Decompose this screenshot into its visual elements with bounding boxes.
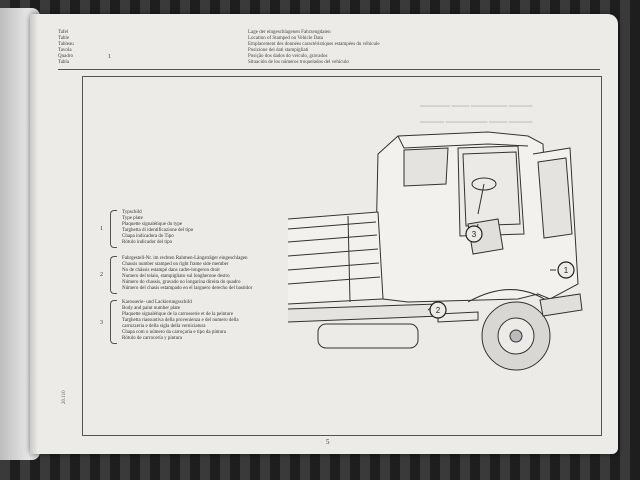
legend-number: 2 [100, 272, 103, 278]
legend-line: Karosserie- und Lackierungsschild [122, 300, 192, 305]
legend-number: 1 [100, 226, 103, 232]
header-left-line: Tabla [58, 60, 70, 65]
header-left-line: Quadro [58, 54, 73, 59]
header-divider [58, 69, 600, 70]
legend-brace [110, 300, 117, 344]
header-left-line: Tavola [58, 48, 72, 53]
header-right-line: Posizione dei dati stampigliati [248, 48, 309, 53]
header-left-line: Tableau [58, 42, 74, 47]
legend-line: Plaquette signalétique du type [122, 222, 183, 227]
page-binding [30, 14, 38, 454]
header-right-line: Lage der eingeschlagenen Fahrzeugdaten [248, 30, 331, 35]
legend-line: Type plate [122, 216, 143, 221]
svg-text:3: 3 [472, 230, 477, 239]
legend-line: Número do chassis, gravado no longarina … [122, 280, 241, 285]
legend-line: Targhetta di identificazione del tipo [122, 228, 194, 233]
legend-text: Fahrgestell-Nr. im rechten Rahmen-Längst… [122, 256, 322, 292]
legend-line: Chapa com o número da carroçaria e tipo … [122, 330, 226, 335]
legend-line: Rótulo indicador del tipo [122, 240, 173, 245]
header-number: 1 [108, 54, 111, 60]
callout-2: 2 [429, 301, 447, 319]
legend-line: Numero del telaio, stampigliato sul long… [122, 274, 230, 279]
svg-text:1: 1 [564, 266, 569, 275]
page-number: 5 [326, 438, 330, 446]
header-right-line: Posição dos dados do veículo, gravados [248, 54, 328, 59]
side-reference: 20.110 [62, 390, 67, 404]
legend-line: No de châssis estampé dans cadre-longero… [122, 268, 220, 273]
manual-page: Tafel Table Tableau Tavola Quadro Tabla … [30, 14, 618, 454]
legend-line: Targhetta riassuntiva della provenienza … [122, 318, 239, 323]
header-right: Lage der eingeschlagenen Fahrzeugdaten L… [248, 30, 498, 66]
header-right-line: Location of Stamped on Vehicle Data [248, 36, 324, 41]
legend-number: 3 [100, 320, 103, 326]
legend-line: Chapa indicadora do Tipo [122, 234, 174, 239]
legend-brace [110, 210, 117, 248]
legend-brace [110, 256, 117, 294]
legend-text: Typschild Type plate Plaquette signaléti… [122, 210, 322, 246]
legend-line: Typschild [122, 210, 142, 215]
legend-text: Karosserie- und Lackierungsschild Body a… [122, 300, 322, 342]
legend-line: Plaquette signalétique de la carrosserie… [122, 312, 234, 317]
truck-illustration: 1 2 3 [288, 131, 583, 371]
callout-1: 1 [557, 261, 575, 279]
legend-line: Rótulo de carrocería y pintura [122, 336, 182, 341]
callout-3: 3 [465, 225, 483, 243]
header-right-line: Emplacement des données caractéristiques… [248, 42, 380, 47]
svg-text:2: 2 [436, 306, 441, 315]
legend-line: Número del chasis estampado en el largue… [122, 286, 253, 291]
header-left-line: Table [58, 36, 70, 41]
header-right-line: Situación de los números troquelados del… [248, 60, 349, 65]
legend-line: Chassis number stamped on right frame si… [122, 262, 229, 267]
legend-line: carrozzeria e della sigla della vernicia… [122, 324, 206, 329]
header-left: Tafel Table Tableau Tavola Quadro Tabla [58, 30, 148, 66]
legend-line: Body and paint number plate [122, 306, 181, 311]
legend-line: Fahrgestell-Nr. im rechten Rahmen-Längst… [122, 256, 248, 261]
figure-frame [82, 76, 602, 436]
header-left-line: Tafel [58, 30, 69, 35]
